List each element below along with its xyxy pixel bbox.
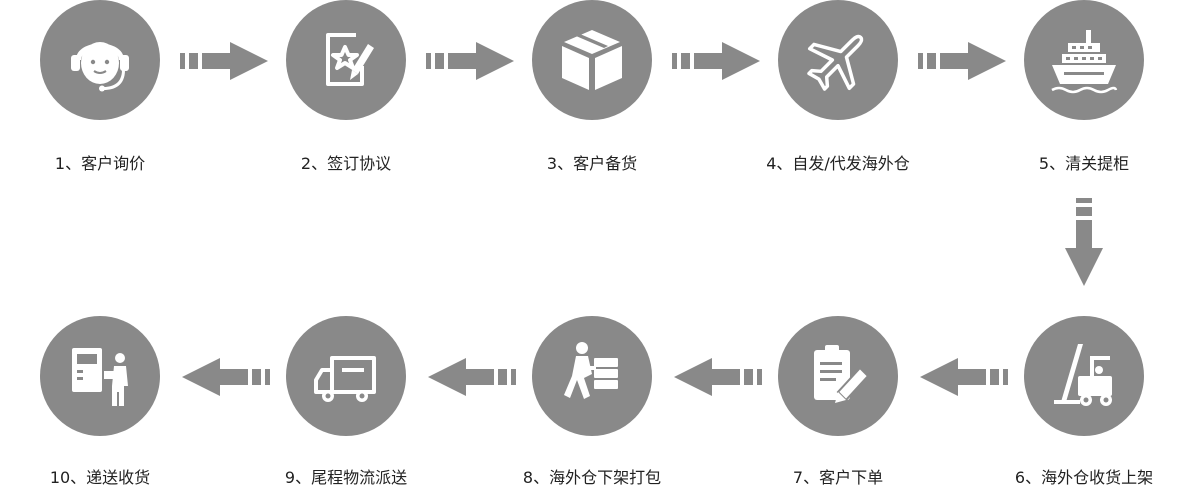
arrow-left-1 (920, 358, 1008, 396)
arrow-right-3 (672, 42, 760, 80)
step-7-label: 7、客户下单 (792, 468, 884, 487)
step-8-label: 8、海外仓下架打包 (522, 468, 662, 487)
step-2-label: 2、签订协议 (300, 154, 392, 173)
step-2-node (286, 0, 406, 120)
package-box-icon (562, 30, 622, 90)
clipboard-pencil-icon (814, 345, 870, 403)
delivery-truck-icon (314, 356, 376, 402)
arrow-right-4 (918, 42, 1006, 80)
arrow-left-2 (674, 358, 762, 396)
forklift-icon (1054, 344, 1112, 406)
arrow-down (1065, 198, 1103, 286)
step-5-node (1024, 0, 1144, 120)
step-4-node (778, 0, 898, 120)
cargo-ship-icon (1051, 30, 1118, 94)
step-9-node (286, 316, 406, 436)
step-6-label: 6、海外仓收货上架 (1014, 468, 1154, 487)
worker-carrying-boxes-icon (564, 342, 618, 399)
step-10-node (40, 316, 160, 436)
customer-service-headset-icon (71, 42, 129, 92)
arrow-left-4 (182, 358, 270, 396)
parcel-locker-recipient-icon (72, 348, 128, 406)
step-4-label: 4、自发/代发海外仓 (766, 154, 910, 173)
step-3-node (532, 0, 652, 120)
arrow-left-3 (428, 358, 516, 396)
step-10-label: 10、递送收货 (49, 468, 151, 487)
arrow-right-1 (180, 42, 268, 80)
step-7-node (778, 316, 898, 436)
airplane-icon (807, 34, 864, 91)
step-1-node (40, 0, 160, 120)
step-3-label: 3、客户备货 (546, 154, 638, 173)
step-1-label: 1、客户询价 (54, 154, 146, 173)
step-6-node (1024, 316, 1144, 436)
step-9-label: 9、尾程物流派送 (284, 468, 408, 487)
arrow-right-2 (426, 42, 514, 80)
signed-document-star-pen-icon (326, 33, 374, 86)
step-8-node (532, 316, 652, 436)
step-5-label: 5、清关提柜 (1038, 154, 1130, 173)
